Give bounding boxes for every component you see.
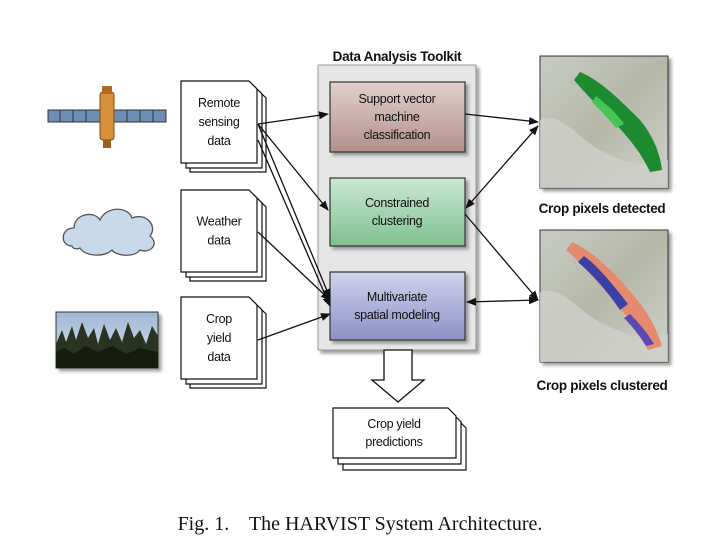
input-doc-remote-sensing: Remote sensing data: [180, 80, 267, 173]
arrow-svm-to-detected: [464, 113, 539, 125]
output-label-detected: Crop pixels detected: [539, 201, 666, 216]
label-line: Weather: [197, 215, 242, 229]
module-svm: Support vector machine classification: [329, 81, 466, 153]
arrow-remote-to-svm: [257, 111, 329, 125]
figure-caption: Fig. 1. The HARVIST System Architecture.: [178, 513, 543, 535]
module-label-0: Support vector machine classification: [358, 92, 435, 142]
module-label-2: Multivariate spatial modeling: [354, 290, 440, 322]
output-doc-predictions: Crop yield predictions: [332, 407, 467, 471]
down-block-arrow: [370, 349, 426, 403]
label-line: Remote: [198, 96, 240, 110]
map-crop-detected: [539, 55, 669, 189]
label-line: Multivariate: [367, 290, 428, 304]
connector-arrows: [257, 111, 539, 341]
label-line: Crop yield: [367, 417, 421, 431]
arrow-detected-clustering: [465, 125, 539, 209]
label-line: Support vector: [358, 92, 435, 106]
arrow-weather-to-spatial: [257, 231, 331, 301]
module-clustering: Constrained clustering: [329, 177, 466, 247]
arrow-crop-to-spatial: [257, 313, 331, 341]
input-doc-crop-yield: Crop yield data: [180, 296, 267, 389]
arrow-clustered-spatial: [466, 296, 539, 306]
label-line: sensing: [199, 115, 240, 129]
output-label-clustered: Crop pixels clustered: [537, 378, 668, 393]
arrow-remote-to-spatial: [257, 123, 331, 299]
predictions-label: Crop yield predictions: [365, 417, 422, 449]
map-crop-clustered: [539, 229, 669, 363]
label-line: data: [207, 134, 230, 148]
satellite-icon: [47, 86, 167, 148]
label-line: Crop: [206, 312, 232, 326]
label-line: yield: [207, 331, 232, 345]
module-spatial-modeling: Multivariate spatial modeling: [329, 271, 466, 341]
cloud-icon: [62, 208, 155, 256]
arrow-clustering-to-clustered: [464, 213, 539, 301]
input-doc-weather: Weather data: [180, 189, 267, 282]
toolkit-title: Data Analysis Toolkit: [333, 49, 463, 64]
module-label-1: Constrained clustering: [365, 196, 429, 228]
label-line: spatial modeling: [354, 308, 440, 322]
label-line: clustering: [372, 214, 423, 228]
input-label-1: Weather data: [197, 215, 242, 248]
label-line: machine: [374, 110, 419, 124]
arrow-remote-to-clustering: [257, 123, 329, 211]
arrow-remote-to-spatial-2: [257, 139, 331, 307]
input-label-0: Remote sensing data: [198, 96, 240, 148]
label-line: data: [207, 234, 230, 248]
crop-field-photo: [55, 311, 159, 369]
label-line: data: [207, 350, 230, 364]
label-line: predictions: [365, 435, 422, 449]
label-line: classification: [364, 128, 431, 142]
input-label-2: Crop yield data: [206, 312, 232, 364]
label-line: Constrained: [365, 196, 429, 210]
